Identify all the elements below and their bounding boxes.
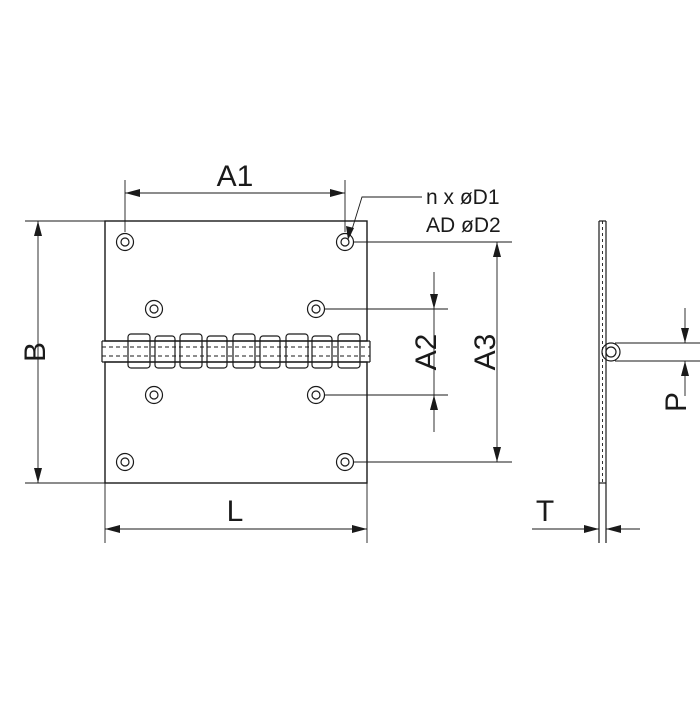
dimension-t: T: [532, 495, 640, 533]
label-a3: A3: [469, 334, 502, 371]
hole-inner-upper-right: [306, 299, 326, 319]
hole-bottom-right: [335, 452, 355, 472]
dimension-a2: A2: [325, 272, 448, 432]
hole-bottom-left: [115, 452, 135, 472]
side-pin-outer: [601, 342, 621, 362]
upper-leaf: [104, 220, 368, 342]
hole-inner-lower-right: [306, 385, 326, 405]
lower-leaf: [104, 361, 368, 484]
hole-note-line2: AD øD2: [426, 214, 501, 237]
label-b: B: [19, 342, 52, 362]
dimension-p: P: [615, 308, 700, 412]
hinge-knuckle: [101, 333, 371, 369]
dimension-b: B: [19, 220, 105, 484]
hinge-side-view: [598, 220, 621, 543]
hinge-front-view: [101, 220, 371, 484]
hole-top-right: [335, 232, 355, 252]
dimension-l: L: [104, 483, 368, 543]
side-pin-inner: [605, 346, 617, 358]
dimension-a3: A3: [354, 241, 512, 463]
hole-inner-upper-left: [144, 299, 164, 319]
label-p: P: [660, 392, 693, 412]
hole-inner-lower-left: [144, 385, 164, 405]
label-a2: A2: [410, 334, 443, 371]
label-l: L: [227, 495, 244, 528]
knuckle-segments: [127, 333, 361, 369]
dimension-a1: A1: [124, 160, 346, 232]
hole-callout: n x øD1 AD øD2: [346, 186, 501, 240]
mounting-holes: [115, 232, 355, 472]
label-t: T: [536, 495, 554, 528]
hole-top-left: [115, 232, 135, 252]
label-a1: A1: [217, 160, 254, 193]
hole-note-line1: n x øD1: [426, 186, 500, 209]
